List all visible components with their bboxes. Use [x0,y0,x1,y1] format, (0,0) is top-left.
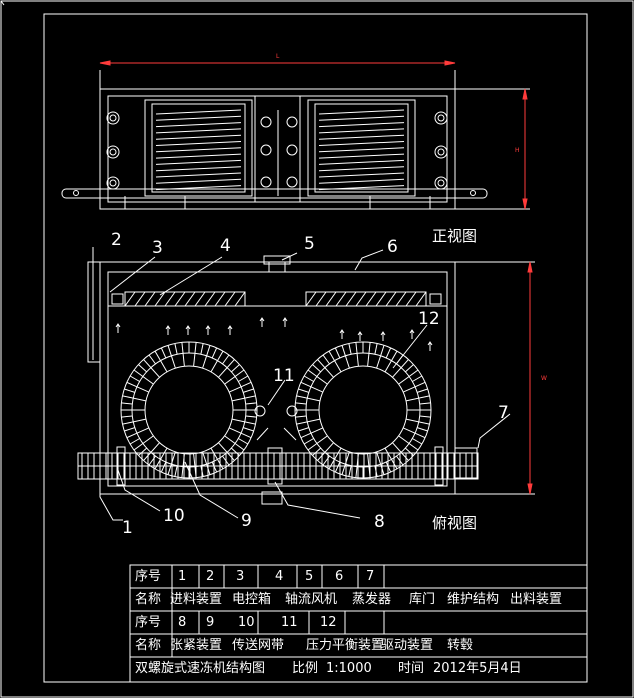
tb-row1-cell: 2 [206,569,215,584]
tb-row1-cell: 6 [335,569,344,584]
tb-row2-cell: 进料装置 [170,592,223,607]
callout-12: 12 [418,309,440,329]
dim-length: L [276,53,280,60]
tb-row4-cell: 驱动装置 [381,638,434,653]
scale-value: 1:1000 [326,661,372,676]
callout-8: 8 [374,512,385,532]
callout-9: 9 [241,511,252,531]
tb-row4-cell: 传送网带 [232,638,285,653]
dim-width: W [541,375,547,382]
tb-row1-label: 序号 [135,569,162,584]
tb-row2-cell: 电控箱 [232,592,272,607]
tb-row3-label: 序号 [135,615,162,630]
tb-row3-cell: 9 [206,615,215,630]
tb-row3-cell: 10 [238,615,255,630]
tb-row2-cell: 维护结构 [447,592,500,607]
tb-row4-cell: 张紧装置 [170,638,223,653]
callout-3: 3 [152,238,163,258]
leader-lines [92,247,511,521]
tb-row1-cell: 1 [178,569,187,584]
top-view-title: 俯视图 [432,514,478,532]
dimension-lines [99,60,535,495]
date-label: 时间 [398,661,425,676]
callout-7: 7 [498,403,509,423]
tb-row4-cell: 转毂 [447,638,474,653]
dim-height: H [515,147,520,154]
tb-row1-cell: 4 [275,569,284,584]
tb-row2-label: 名称 [135,592,162,607]
callout-6: 6 [387,237,398,257]
drawing-title: 双螺旋式速冻机结构图 [135,661,266,676]
tb-row2-cell: 轴流风机 [285,592,338,607]
callout-2: 2 [111,230,122,250]
callout-11: 11 [273,366,295,386]
scale-label: 比例 [292,661,319,676]
tb-row3-cell: 11 [281,615,298,630]
tb-row2-cell: 库门 [409,592,436,607]
callout-10: 10 [163,506,185,526]
callout-5: 5 [304,234,315,254]
tb-row1-cell: 3 [236,569,245,584]
tb-row1-cell: 5 [305,569,314,584]
tb-row3-cell: 8 [178,615,187,630]
tb-row3-cell: 12 [320,615,337,630]
callout-1: 1 [122,518,133,538]
front-view-title: 正视图 [432,227,478,245]
date-value: 2012年5月4日 [433,661,522,676]
tb-row1-cell: 7 [366,569,375,584]
front-view [61,70,488,210]
title-block-lines [129,564,588,683]
tb-row2-cell: 蒸发器 [352,592,392,607]
top-view [77,255,479,505]
callout-4: 4 [220,236,231,256]
tb-row4-cell: 压力平衡装置 [306,638,385,653]
tb-row2-cell: 出料装置 [510,592,563,607]
tb-row4-label: 名称 [135,638,162,653]
